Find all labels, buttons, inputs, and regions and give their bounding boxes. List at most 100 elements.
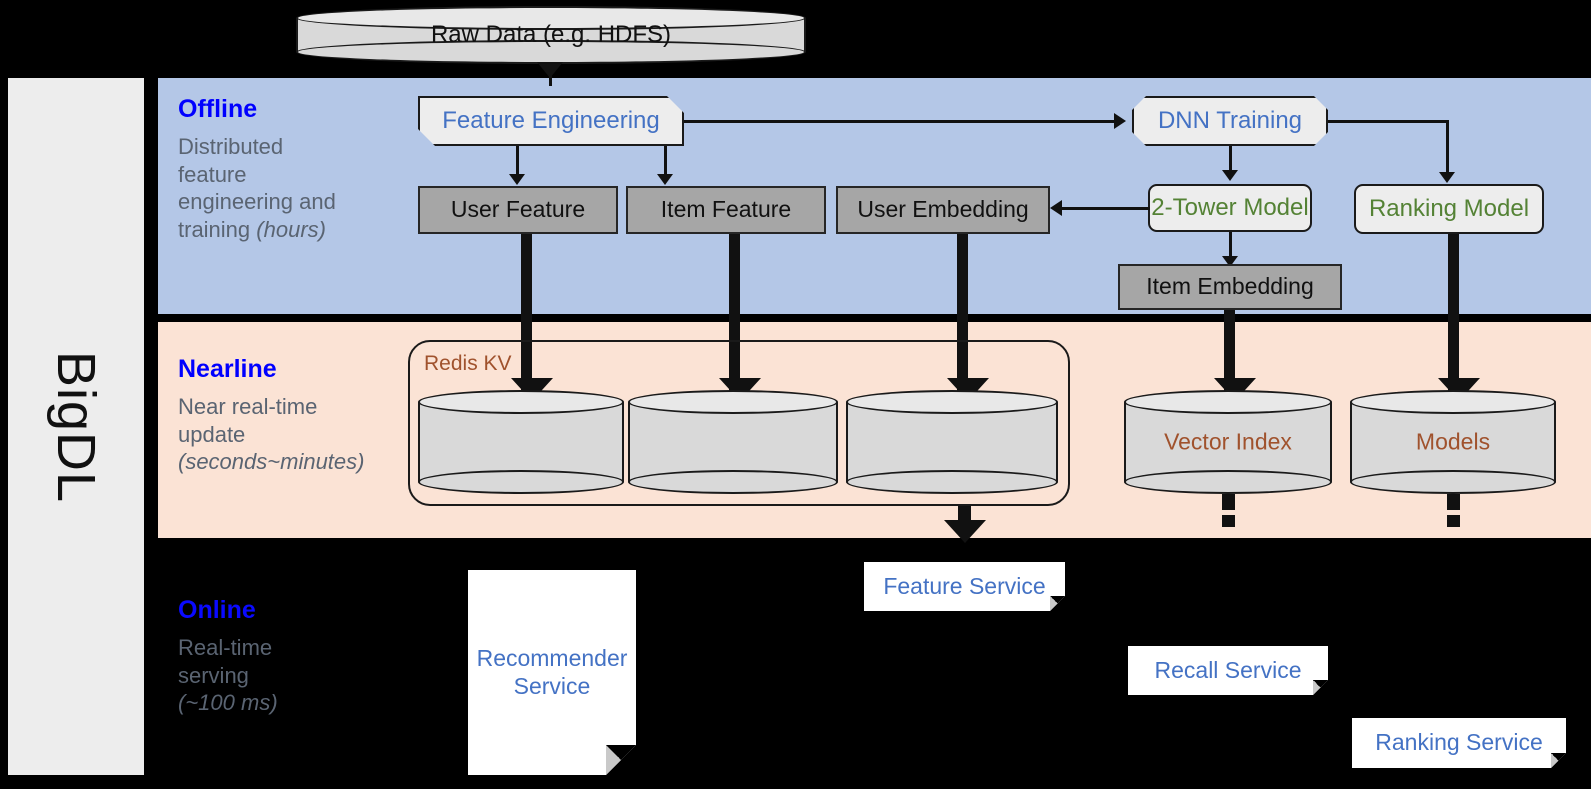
- pipe-rankingmodel-models: [1448, 234, 1459, 394]
- kv-userfeature-top: [418, 390, 624, 414]
- arrowhead-twotower-userembedding: [1050, 200, 1062, 216]
- vector-index-body: [1124, 402, 1332, 482]
- recommender-service-label: Recommender Service: [476, 644, 628, 699]
- arrowhead-twotower-itememb: [1222, 256, 1238, 267]
- kv-userfeature-bottom: [418, 470, 624, 494]
- offline-description: Distributed feature engineering and trai…: [178, 133, 408, 243]
- dnn-training-label: DNN Training: [1157, 106, 1303, 134]
- raw-data-store: Raw Data (e.g. HDFS): [296, 6, 806, 64]
- user-feature-label: User Feature: [450, 196, 586, 223]
- edge-fe-dnn: [684, 120, 1114, 123]
- node-ranking-service[interactable]: Ranking Service: [1352, 718, 1566, 768]
- bigdl-label: BigDL: [46, 350, 106, 503]
- user-embedding-label: User Embedding: [857, 196, 1029, 223]
- online-description: Real-time serving (~100 ms): [178, 634, 408, 717]
- node-user-feature[interactable]: User Feature: [418, 186, 618, 234]
- node-item-feature[interactable]: Item Feature: [626, 186, 826, 234]
- dash-ranking-1: [1447, 494, 1460, 510]
- offline-desc-1: Distributed: [178, 134, 284, 159]
- nearline-desc-2: update: [178, 421, 246, 447]
- node-recommender-service[interactable]: Recommender Service: [468, 570, 636, 775]
- edge-twotower-itememb: [1229, 232, 1232, 260]
- store-item-feature-kv[interactable]: [628, 390, 838, 494]
- kv-userfeature-body: [418, 402, 624, 482]
- redis-kv-label: Redis KV: [424, 352, 512, 375]
- dash-recall-2: [1222, 515, 1235, 527]
- arrowhead-fe-userfeature: [509, 174, 525, 185]
- edge-fe-userfeature: [516, 146, 519, 178]
- pipe-userembedding-kv: [957, 234, 968, 394]
- pipe-userfeature-kv: [521, 234, 532, 394]
- arrowhead-dnn-ranking: [1439, 172, 1455, 183]
- raw-data-top: [296, 6, 806, 30]
- edge-dnn-twotower: [1229, 146, 1232, 174]
- arrowhead-fe-dnn: [1114, 113, 1126, 129]
- models-label: Models: [1415, 428, 1491, 455]
- nearline-label-block: Nearline Near real-time update (seconds~…: [178, 355, 408, 476]
- online-desc-em: (~100 ms): [178, 690, 278, 715]
- arrowhead-dnn-twotower: [1222, 170, 1238, 181]
- store-vector-index[interactable]: Vector Index: [1124, 390, 1332, 494]
- arrowhead-fe-itemfeature: [657, 174, 673, 185]
- nearline-desc-1: Near real-time: [178, 394, 318, 419]
- nearline-title: Nearline: [178, 355, 277, 383]
- feature-engineering-label: Feature Engineering: [442, 106, 660, 134]
- dash-ranking-2: [1447, 515, 1460, 527]
- arrowhead-featureservice: [944, 520, 986, 543]
- offline-desc-em: (hours): [256, 216, 326, 242]
- nearline-desc-em: (seconds~minutes): [178, 449, 365, 474]
- offline-desc-3: engineering and: [178, 189, 336, 214]
- dash-featureservice-1: [958, 506, 971, 522]
- offline-label-block: Offline Distributed feature engineering …: [178, 95, 408, 243]
- item-embedding-label: Item Embedding: [1146, 273, 1314, 300]
- models-top: [1350, 390, 1556, 414]
- online-label-block: Online Real-time serving (~100 ms): [178, 596, 408, 717]
- two-tower-model-label: 2-Tower Model: [1151, 193, 1309, 221]
- vector-index-label: Vector Index: [1164, 428, 1292, 455]
- node-recall-service[interactable]: Recall Service: [1128, 646, 1328, 695]
- kv-itemfeature-bottom: [628, 470, 838, 494]
- kv-userembedding-top: [846, 390, 1058, 414]
- ranking-service-label: Ranking Service: [1375, 729, 1543, 756]
- item-feature-label: Item Feature: [660, 196, 792, 223]
- store-user-embedding-kv[interactable]: [846, 390, 1058, 494]
- offline-title: Offline: [178, 95, 258, 123]
- node-feature-engineering[interactable]: Feature Engineering: [418, 96, 684, 146]
- store-models[interactable]: Models: [1350, 390, 1556, 494]
- edge-dnn-ranking-v: [1446, 120, 1449, 176]
- ranking-model-label: Ranking Model: [1368, 194, 1530, 222]
- node-two-tower-model[interactable]: 2-Tower Model: [1148, 184, 1312, 232]
- pipe-itemfeature-kv: [729, 234, 740, 394]
- feature-service-label: Feature Service: [883, 572, 1046, 599]
- raw-data-label: Raw Data (e.g. HDFS): [430, 21, 672, 48]
- node-feature-service[interactable]: Feature Service: [864, 562, 1065, 611]
- bigdl-rail: BigDL: [8, 78, 144, 775]
- recall-service-label: Recall Service: [1154, 656, 1302, 683]
- redis-kv-group: [408, 340, 1070, 506]
- online-title: Online: [178, 596, 256, 624]
- edge-fe-itemfeature: [664, 146, 667, 178]
- store-user-feature-kv[interactable]: [418, 390, 624, 494]
- arrowhead-rawdata-fe: [537, 62, 563, 78]
- nearline-description: Near real-time update (seconds~minutes): [178, 393, 408, 476]
- node-item-embedding[interactable]: Item Embedding: [1118, 264, 1342, 310]
- edge-dnn-ranking-h: [1328, 120, 1448, 123]
- vector-index-bottom: [1124, 470, 1332, 494]
- kv-userembedding-bottom: [846, 470, 1058, 494]
- kv-itemfeature-body: [628, 402, 838, 482]
- node-user-embedding[interactable]: User Embedding: [836, 186, 1050, 234]
- models-bottom: [1350, 470, 1556, 494]
- models-body: [1350, 402, 1556, 482]
- kv-itemfeature-top: [628, 390, 838, 414]
- online-desc-2: serving: [178, 662, 249, 688]
- edge-twotower-userembedding: [1062, 207, 1150, 210]
- offline-desc-2: feature: [178, 161, 247, 187]
- node-dnn-training[interactable]: DNN Training: [1132, 96, 1328, 146]
- vector-index-top: [1124, 390, 1332, 414]
- dash-recall-1: [1222, 494, 1235, 510]
- pipe-itemembedding-vectorindex: [1224, 310, 1235, 394]
- offline-desc-4: training: [178, 216, 257, 242]
- online-desc-1: Real-time: [178, 635, 273, 660]
- node-ranking-model[interactable]: Ranking Model: [1354, 184, 1544, 234]
